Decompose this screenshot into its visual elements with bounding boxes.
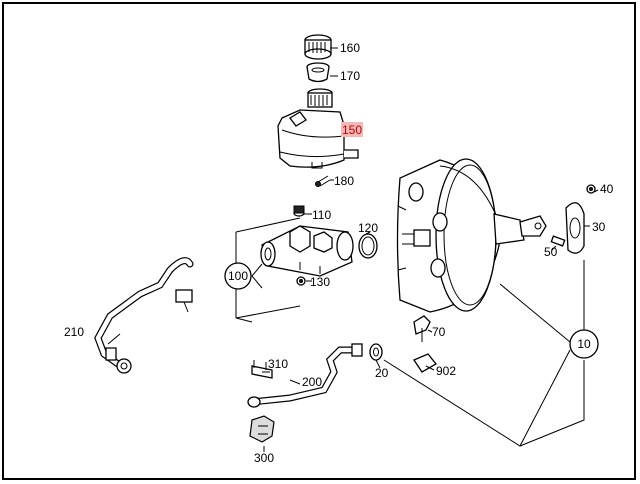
brake-booster[interactable]: [396, 158, 547, 313]
label-50[interactable]: 50: [544, 245, 558, 259]
label-310[interactable]: 310: [268, 357, 288, 371]
vacuum-hose-200[interactable]: [247, 343, 363, 408]
callout-100-label: 100: [228, 269, 248, 283]
label-160[interactable]: 160: [340, 41, 360, 55]
label-300[interactable]: 300: [254, 451, 274, 465]
label-70[interactable]: 70: [432, 325, 446, 339]
label-40[interactable]: 40: [600, 182, 614, 196]
brake-fluid-reservoir-150[interactable]: [277, 88, 359, 169]
leader-lines: [107, 47, 599, 452]
label-30[interactable]: 30: [592, 220, 606, 234]
pushrod-pin-50[interactable]: [550, 235, 566, 247]
seal-plug-110[interactable]: [293, 205, 305, 217]
label-170[interactable]: 170: [340, 69, 360, 83]
reservoir-pin-180[interactable]: [315, 175, 331, 187]
callout-10-label: 10: [577, 337, 591, 351]
connector-300[interactable]: [249, 415, 275, 443]
label-130[interactable]: 130: [310, 275, 330, 289]
nut-130[interactable]: [296, 276, 306, 286]
label-20[interactable]: 20: [375, 366, 389, 380]
callout-100[interactable]: 100: [224, 262, 252, 290]
label-110[interactable]: 110: [312, 208, 331, 222]
vacuum-sensor-70[interactable]: [413, 315, 431, 342]
label-150[interactable]: 150: [342, 123, 362, 137]
reservoir-filter-170[interactable]: [306, 62, 330, 83]
part-150-highlight: [341, 122, 363, 137]
bolt-40[interactable]: [586, 184, 596, 194]
label-200[interactable]: 200: [302, 375, 322, 389]
label-180[interactable]: 180: [334, 174, 354, 188]
label-210[interactable]: 210: [64, 325, 84, 339]
label-120[interactable]: 120: [358, 221, 378, 235]
o-ring-120[interactable]: [358, 233, 378, 259]
reservoir-cap-160[interactable]: [304, 34, 332, 60]
callout-10[interactable]: 10: [569, 329, 599, 359]
master-cylinder-100[interactable]: [260, 225, 354, 277]
connector-902[interactable]: [413, 353, 437, 373]
vacuum-hose-210[interactable]: [94, 257, 194, 374]
gasket-30[interactable]: [565, 202, 585, 254]
grommet-20[interactable]: [369, 343, 383, 361]
label-902[interactable]: 902: [436, 364, 456, 378]
